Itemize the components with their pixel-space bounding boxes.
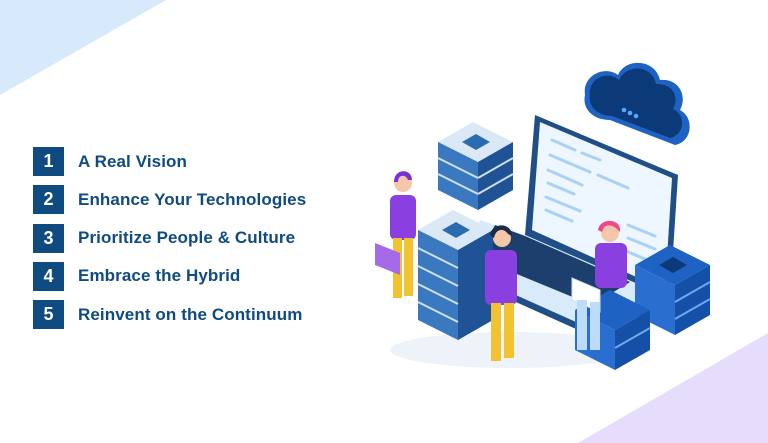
number-badge: 3 bbox=[33, 223, 64, 253]
list-item-label: Reinvent on the Continuum bbox=[78, 304, 303, 324]
cloud-icon bbox=[584, 62, 690, 145]
laptop-icon bbox=[460, 115, 678, 342]
list-item-label: Embrace the Hybrid bbox=[78, 266, 241, 286]
list-item-label: A Real Vision bbox=[78, 151, 188, 171]
list-item: 5 Reinvent on the Continuum bbox=[33, 300, 306, 330]
list-item: 1 A Real Vision bbox=[33, 147, 306, 176]
people-icon bbox=[375, 171, 627, 361]
list-item: 2 Enhance Your Technologies bbox=[33, 185, 307, 215]
corner-decoration-top-left bbox=[0, 0, 166, 95]
cloud-technology-illustration bbox=[375, 62, 711, 370]
list-item: 4 Embrace the Hybrid bbox=[33, 261, 306, 291]
list-item-label: Prioritize People & Culture bbox=[78, 228, 296, 248]
list-item-label: Enhance Your Technologies bbox=[78, 189, 307, 209]
list-item: 3 Prioritize People & Culture bbox=[33, 223, 306, 253]
number-badge: 2 bbox=[33, 185, 64, 215]
number-badge: 5 bbox=[33, 300, 64, 330]
number-badge: 1 bbox=[33, 147, 64, 176]
number-badge: 4 bbox=[33, 261, 64, 291]
numbered-list: 1 A Real Vision 2 Enhance Your Technolog… bbox=[33, 147, 306, 338]
